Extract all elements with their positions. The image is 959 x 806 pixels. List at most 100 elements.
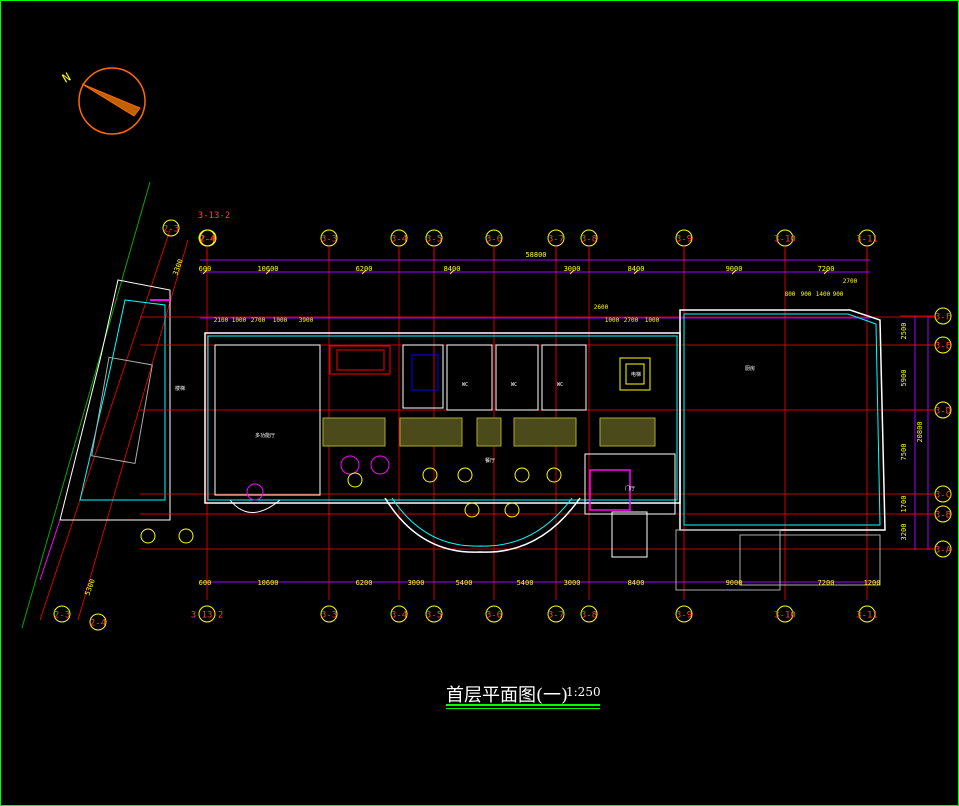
room-label: 厨房 xyxy=(745,365,755,372)
axis-left-bottom-2-4: 2-4 xyxy=(89,613,107,631)
dim-bottom: 9000 xyxy=(726,579,743,587)
axis-bubble-circle xyxy=(320,605,338,623)
axis-bottom-3-9: 3-9 xyxy=(675,605,693,623)
dim-top-sub: 2600 xyxy=(594,304,609,311)
axis-bubble-label: 3-4 xyxy=(391,611,407,621)
dim-top-sub: 2700 xyxy=(251,317,266,324)
drawing-title: 首层平面图(一) xyxy=(446,685,569,706)
dim-top: 8400 xyxy=(628,265,645,273)
axis-bubble-label: 3-11 xyxy=(856,235,878,245)
axis-bubble-circle xyxy=(89,613,107,631)
dim-top-sub: 900 xyxy=(833,291,844,298)
dim-top: 6200 xyxy=(356,265,373,273)
title-underline-thin xyxy=(446,708,600,709)
axis-bubble-label: 3-13-2 xyxy=(191,611,224,621)
axis-bubble-label: 2-3 xyxy=(163,225,179,235)
dim-top-sub: 1400 xyxy=(816,291,831,298)
axis-bubble-circle xyxy=(858,605,876,623)
axis-bubble-circle xyxy=(485,605,503,623)
dim-top-sub: 2700 xyxy=(624,317,639,324)
room-label: WC xyxy=(462,382,468,388)
dim-right: 5900 xyxy=(900,370,908,387)
dim-top-sub: 1000 xyxy=(273,317,288,324)
dim-left: 5300 xyxy=(83,578,96,597)
dim-top: 10600 xyxy=(257,265,278,273)
dim-top: 600 xyxy=(199,265,212,273)
axis-bubble-label: 3-E xyxy=(935,342,951,352)
axis-corner-top-label: 3-13-2 xyxy=(198,211,231,221)
axis-bubble-circle xyxy=(162,219,180,237)
axis-bottom-3-10: 3-10 xyxy=(774,605,796,623)
axis-bubble-label: 3-C xyxy=(935,491,951,501)
dim-top-sub: 800 xyxy=(785,291,796,298)
room-label: 楼梯 xyxy=(175,385,185,392)
dim-bottom: 6200 xyxy=(356,579,373,587)
north-arrow-needle xyxy=(81,83,141,117)
room-label: WC xyxy=(557,382,563,388)
axis-left-bottom-2-3: 2-3 xyxy=(53,605,71,623)
axis-bubble-label: 3-B xyxy=(935,511,951,521)
axis-right-3-D: 3-D xyxy=(934,401,952,419)
dim-top-sub: 2700 xyxy=(843,278,858,285)
axis-bubble-label: 3-9 xyxy=(676,235,692,245)
axis-bubble-label: 3-5 xyxy=(426,611,442,621)
title-underline xyxy=(446,704,600,706)
axis-right-3-B: 3-B xyxy=(934,505,952,523)
north-arrow: N xyxy=(60,67,146,135)
dim-right: 1700 xyxy=(900,496,908,513)
dim-bottom: 1200 xyxy=(864,579,881,587)
axis-bubble-label: 2-4 xyxy=(200,235,216,245)
left-wing xyxy=(21,181,189,629)
dim-top: 9000 xyxy=(726,265,743,273)
axis-right-3-A: 3-A xyxy=(934,540,952,558)
dim-bottom: 3000 xyxy=(408,579,425,587)
dim-bottom: 10600 xyxy=(257,579,278,587)
drawing-title-block: 首层平面图(一) 1:250 xyxy=(446,681,606,711)
axis-top-3-11: 3-11 xyxy=(856,229,878,247)
axis-right-3-F: 3-F xyxy=(934,307,952,325)
axis-bubble-label: 2-4 xyxy=(199,235,215,245)
dim-left: 3300 xyxy=(171,258,184,277)
north-label: N xyxy=(60,70,73,86)
room-label: 门厅 xyxy=(625,485,635,492)
axis-bubble-label: 3-9 xyxy=(676,611,692,621)
axis-bubble-label: 3-10 xyxy=(774,235,796,245)
dim-right-total: 20800 xyxy=(916,421,924,442)
axis-top-3-4: 3-4 xyxy=(390,229,408,247)
axis-bubble-circle xyxy=(198,605,216,623)
axis-top-3-5: 3-5 xyxy=(425,229,443,247)
north-arrow-circle xyxy=(78,67,146,135)
axis-bubble-circle xyxy=(580,605,598,623)
axis-bubble-circle xyxy=(675,605,693,623)
axis-bubble-circle xyxy=(390,605,408,623)
axis-top-3-8: 3-8 xyxy=(580,229,598,247)
axis-bubble-label: 3-8 xyxy=(581,235,597,245)
dim-top-sub: 1000 xyxy=(232,317,247,324)
axis-bubble-label: 3-11 xyxy=(856,611,878,621)
dim-right: 7500 xyxy=(900,444,908,461)
axis-bubble-label: 3-5 xyxy=(426,235,442,245)
axis-bubble-circle xyxy=(425,605,443,623)
dim-right: 3200 xyxy=(900,524,908,541)
axis-bubble-label: 3-6 xyxy=(486,611,502,621)
axis-bubble-label: 3-D xyxy=(935,407,951,417)
dim-top-sub: 1000 xyxy=(645,317,660,324)
drawing-scale: 1:250 xyxy=(566,685,601,699)
axis-bubble-label: 3-8 xyxy=(581,611,597,621)
dim-top: 8400 xyxy=(444,265,461,273)
room-label: WC xyxy=(511,382,517,388)
axis-bubble-label: 3-4 xyxy=(391,235,407,245)
room-label: 电梯 xyxy=(631,371,641,378)
dim-top: 7200 xyxy=(818,265,835,273)
axis-bubble-label: 3-3 xyxy=(321,611,337,621)
axis-left-2-4: 2-4 xyxy=(199,229,217,247)
axis-bubble-circle xyxy=(547,605,565,623)
dim-right: 2500 xyxy=(900,323,908,340)
axis-bubble-label: 2-4 xyxy=(90,619,106,629)
axis-right-3-E: 3-E xyxy=(934,336,952,354)
axis-top-3-9: 3-9 xyxy=(675,229,693,247)
dim-top-sub: 1000 xyxy=(605,317,620,324)
furniture xyxy=(140,417,656,544)
dim-bottom: 3000 xyxy=(564,579,581,587)
